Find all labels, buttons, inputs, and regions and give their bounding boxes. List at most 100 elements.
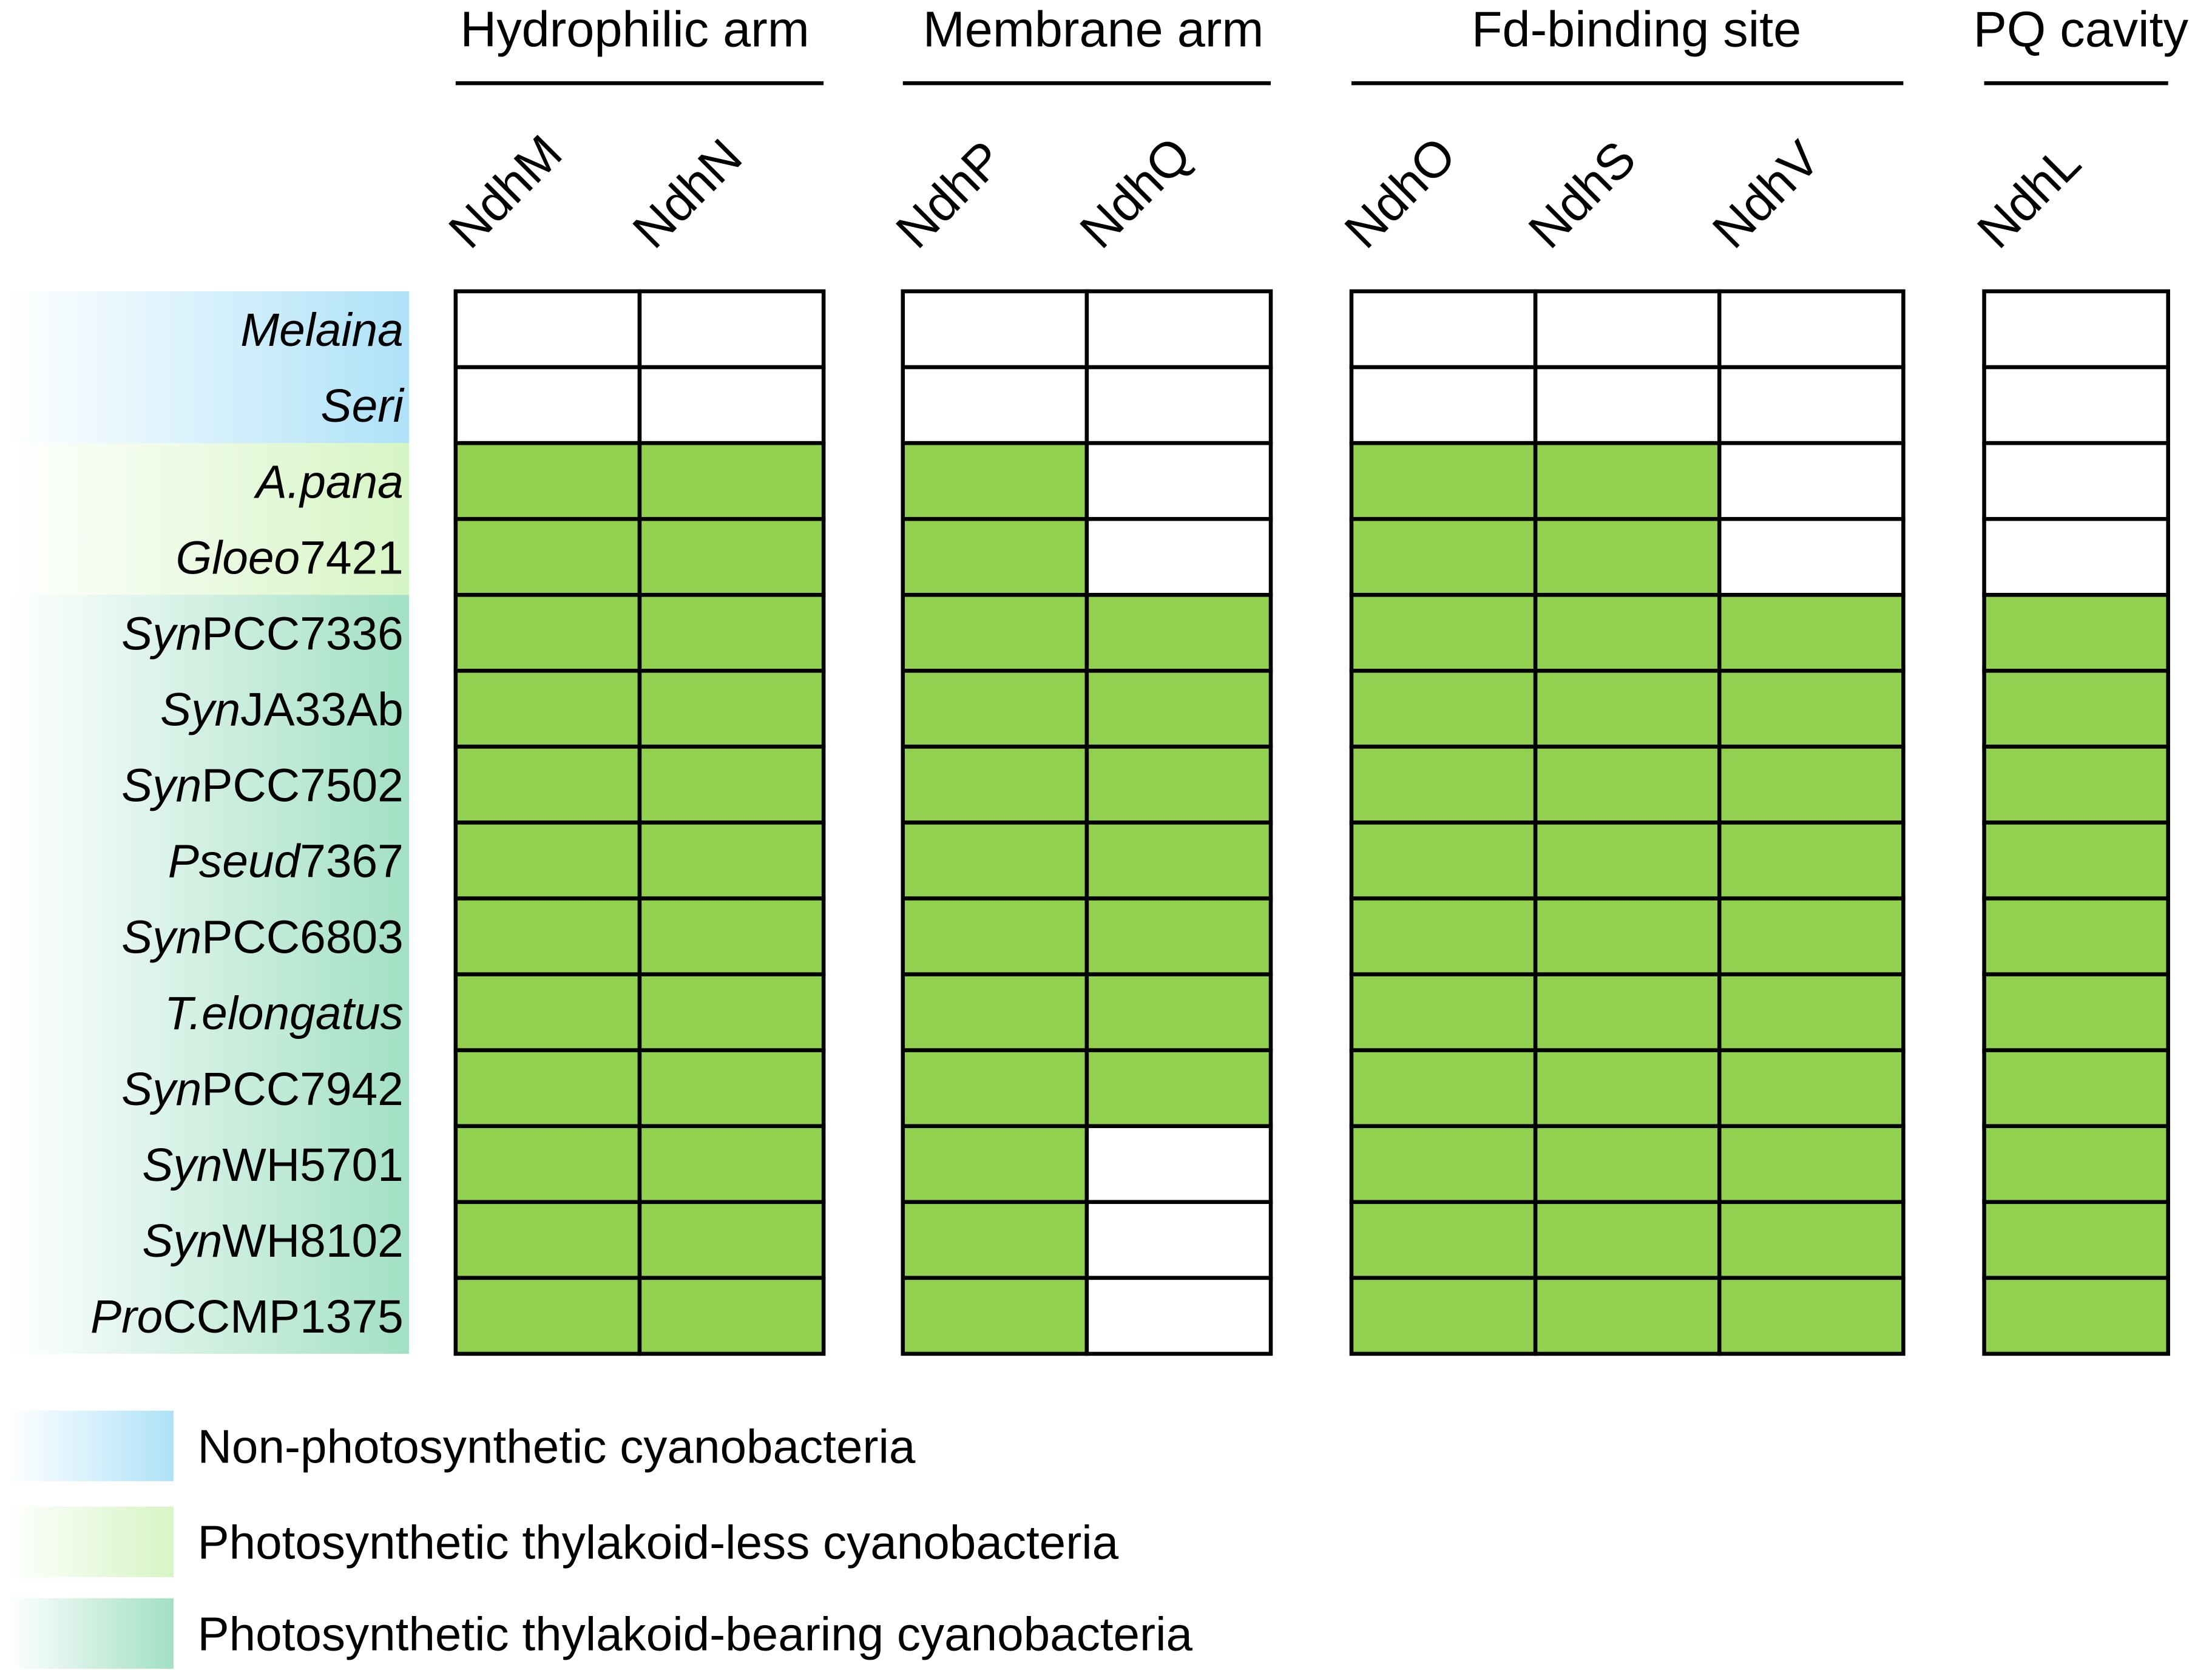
row-label-genus: Gloeo [176,532,300,584]
cell-absent [1349,365,1538,445]
row-label-genus: Syn [142,1215,222,1267]
cell-present [453,1048,642,1128]
cell-present [1982,896,2170,976]
cell-absent [901,289,1089,370]
group-header: Hydrophilic arm [460,1,809,58]
cell-present [453,820,642,901]
row-label: SynWH5701 [142,1140,404,1191]
cell-present [901,441,1089,521]
column-label: NdhQ [1069,126,1202,259]
cell-absent [1717,441,1906,521]
row-label-genus: Melaina [240,305,404,356]
row-label-strain: WH8102 [222,1215,403,1267]
row-label: Melaina [240,305,404,356]
cell-absent [453,289,642,370]
legend-label: Photosynthetic thylakoid-bearing cyanoba… [197,1607,1192,1661]
cell-present [453,1124,642,1205]
cell-present [1717,896,1906,976]
cell-present [1084,1048,1273,1128]
row-label-genus: Pro [90,1291,163,1343]
cell-absent [1717,516,1906,597]
cell-present [1982,1200,2170,1280]
column-label: NdhN [622,128,753,259]
cell-present [1084,669,1273,749]
category-bands [7,291,410,1354]
cell-present [901,820,1089,901]
cell-present [1084,593,1273,673]
cell-present [637,972,826,1052]
cell-present [453,972,642,1052]
cell-present [901,669,1089,749]
cell-present [1533,1048,1722,1128]
cell-present [453,896,642,976]
cell-present [1717,1200,1906,1280]
cell-present [901,1276,1089,1356]
row-label: SynPCC6803 [121,912,404,964]
cell-present [1349,820,1538,901]
cell-present [1717,1048,1906,1128]
row-label-strain: PCC7336 [201,608,404,660]
cell-present [901,516,1089,597]
row-label-strain: CCMP1375 [163,1291,403,1343]
cell-absent [1982,516,2170,597]
row-label: SynPCC7336 [121,608,404,660]
cell-present [1717,1124,1906,1205]
cell-present [1533,1200,1722,1280]
column-label: NdhO [1334,126,1467,259]
cell-present [453,1200,642,1280]
cell-present [453,593,642,673]
row-label: T.elongatus [164,988,404,1040]
cell-present [1533,516,1722,597]
cell-absent [1717,365,1906,445]
cell-present [901,593,1089,673]
cell-absent [1533,289,1722,370]
cell-present [637,1048,826,1128]
row-label-strain: 7421 [300,532,404,584]
cell-absent [1717,289,1906,370]
cell-present [453,516,642,597]
row-label-strain: JA33Ab [240,685,404,736]
cell-present [637,1124,826,1205]
row-label-genus: Syn [160,685,240,736]
cell-present [1084,896,1273,976]
row-label-genus: Syn [121,760,201,812]
cell-present [1084,820,1273,901]
row-label-genus: Syn [121,912,201,964]
cell-present [1533,441,1722,521]
group-header: PQ cavity [1974,1,2189,58]
cell-present [1717,669,1906,749]
cell-present [1982,820,2170,901]
cell-present [1533,593,1722,673]
row-label: SynWH8102 [142,1215,404,1267]
cell-present [1349,1124,1538,1205]
cell-present [637,896,826,976]
cell-present [637,593,826,673]
cell-present [1533,972,1722,1052]
cell-present [637,820,826,901]
category-band [7,595,410,1354]
cell-absent [901,365,1089,445]
row-label-strain: PCC7942 [201,1064,404,1115]
cell-present [1533,1124,1722,1205]
legend-swatch [7,1598,174,1669]
cell-absent [1349,289,1538,370]
cell-absent [1982,441,2170,521]
row-label: Pseud7367 [168,836,404,888]
cell-present [1982,972,2170,1052]
cell-present [901,896,1089,976]
group-header: Fd-binding site [1472,1,1801,58]
row-label: Seri [320,380,404,432]
cell-present [1533,896,1722,976]
cell-present [1982,1048,2170,1128]
cell-present [1349,745,1538,825]
cell-present [1717,972,1906,1052]
column-label: NdhM [438,124,573,259]
cell-present [637,1276,826,1356]
row-label: SynPCC7502 [121,760,404,812]
cell-present [453,1276,642,1356]
cell-present [453,745,642,825]
cell-present [1349,441,1538,521]
cell-present [1349,516,1538,597]
column-label: NdhS [1518,130,1646,259]
row-label-strain: PCC7502 [201,760,404,812]
